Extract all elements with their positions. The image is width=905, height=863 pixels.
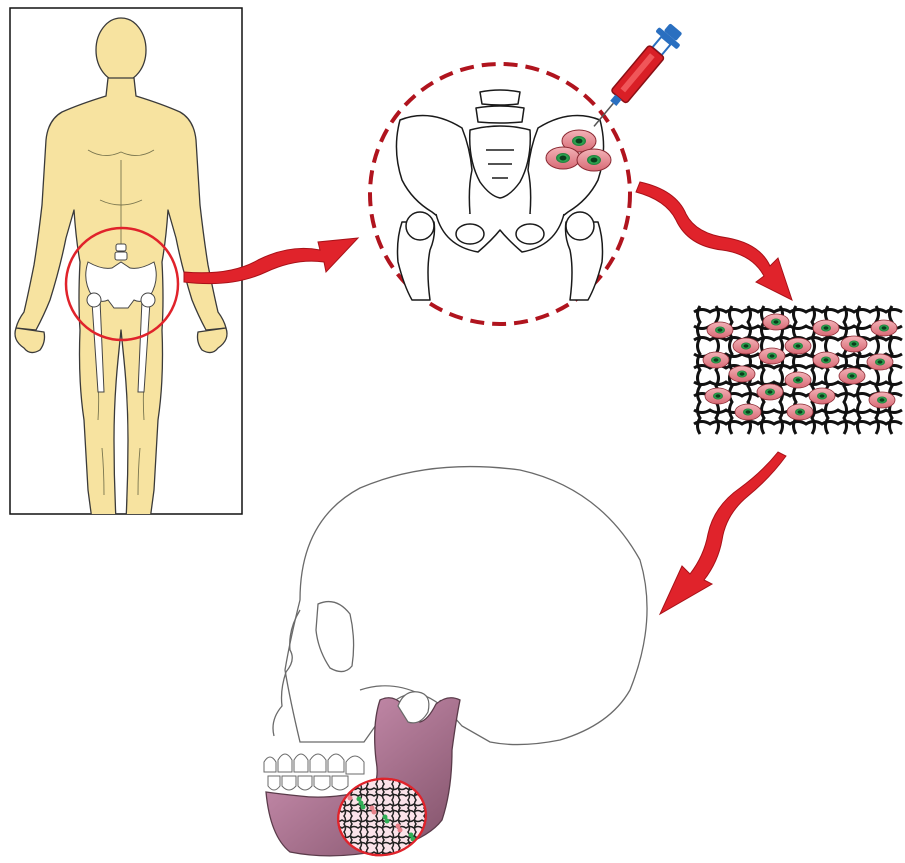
scaffold-cell [707, 322, 733, 338]
pelvis-icon [396, 90, 603, 300]
scaffold-panel [694, 306, 902, 434]
scaffold-cell [867, 354, 893, 370]
skull-icon [264, 467, 647, 863]
scaffold-cell [785, 372, 811, 388]
pelvis-panel [370, 19, 687, 324]
syringe-icon [583, 19, 687, 135]
mesh-fiber-vertical [698, 306, 701, 434]
arrow-pelvis-to-scaffold [636, 182, 792, 300]
mesh-fiber-horizontal [694, 422, 902, 425]
scaffold-cell [733, 338, 759, 354]
scaffold-cell [839, 368, 865, 384]
scaffold-cell [787, 404, 813, 420]
arrow-scaffold-to-skull [660, 452, 786, 614]
scaffold-cell [785, 338, 811, 354]
scaffold-cell [813, 352, 839, 368]
body-panel [10, 8, 242, 520]
scaffold-cell [729, 366, 755, 382]
mesh-fiber-horizontal [694, 310, 902, 313]
scaffold-cell [763, 314, 789, 330]
scaffold-cell [759, 348, 785, 364]
upper-teeth [264, 754, 364, 774]
scaffold-cell [705, 388, 731, 404]
scaffold-cell [813, 320, 839, 336]
scaffold-cell [757, 384, 783, 400]
scaffold-cell [703, 352, 729, 368]
skull-panel [264, 467, 647, 863]
scaffold-cell [809, 388, 835, 404]
scaffold-cell [735, 404, 761, 420]
scaffold-cell [841, 336, 867, 352]
scaffold-cell [869, 392, 895, 408]
lower-teeth [268, 776, 348, 790]
scaffold-mesh-icon [694, 306, 902, 434]
scaffold-cell [871, 320, 897, 336]
